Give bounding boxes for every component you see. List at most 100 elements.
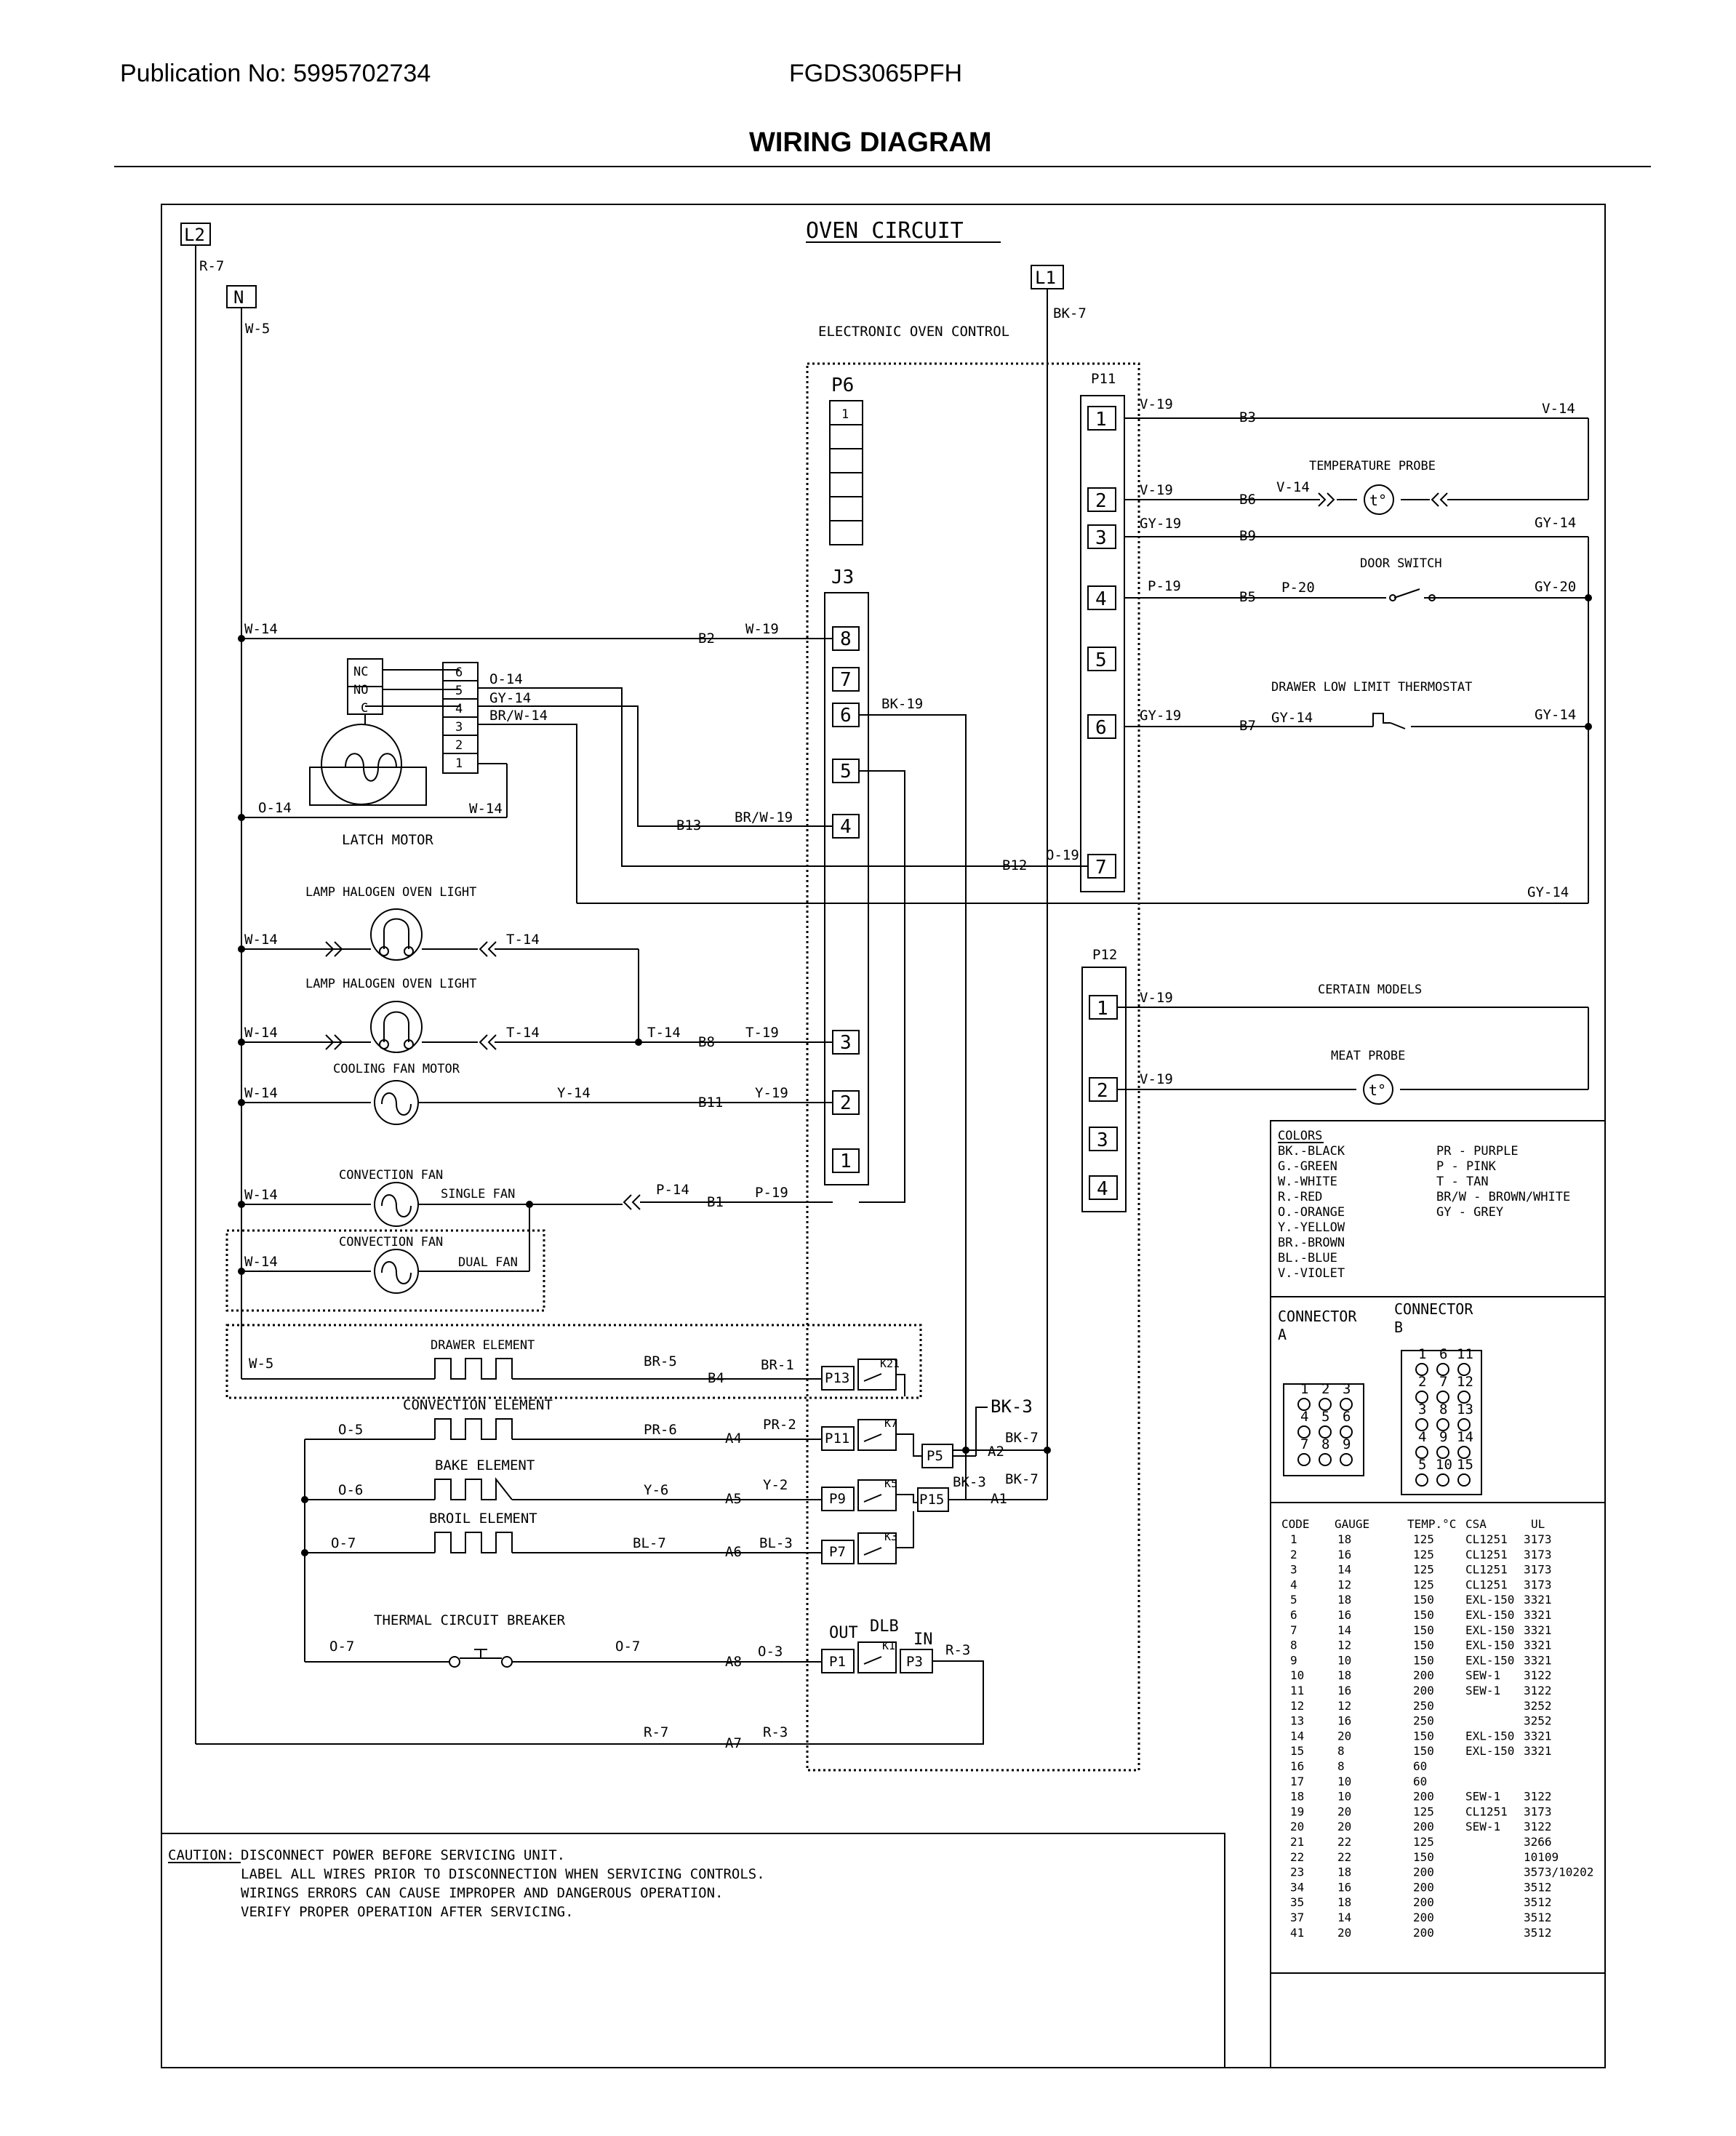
svg-text:P13: P13 xyxy=(825,1370,849,1386)
svg-text:V-19: V-19 xyxy=(1140,482,1173,498)
svg-text:GY - GREY: GY - GREY xyxy=(1436,1205,1503,1220)
table-cell: 200 xyxy=(1413,1790,1434,1804)
table-cell: EXL-150 xyxy=(1465,1608,1514,1622)
connector-a-pin xyxy=(1319,1425,1332,1439)
svg-text:P-19: P-19 xyxy=(755,1185,788,1201)
table-header: CODE xyxy=(1281,1517,1310,1531)
svg-text:CONNECTOR: CONNECTOR xyxy=(1394,1300,1473,1318)
table-cell: 16 xyxy=(1290,1759,1304,1773)
svg-text:1: 1 xyxy=(1095,409,1107,431)
table-cell: 150 xyxy=(1413,1850,1434,1864)
diagram-frame xyxy=(161,204,1606,2068)
svg-text:WIRINGS ERRORS CAN CAUSE IMPRO: WIRINGS ERRORS CAN CAUSE IMPROPER AND DA… xyxy=(241,1885,723,1901)
table-cell: 10 xyxy=(1337,1790,1351,1804)
table-cell: 4 xyxy=(1290,1577,1297,1591)
table-cell: 150 xyxy=(1413,1744,1434,1758)
svg-text:Y-6: Y-6 xyxy=(644,1482,668,1498)
svg-text:W-5: W-5 xyxy=(249,1356,273,1372)
connector-a-pin xyxy=(1297,1398,1311,1411)
svg-text:BK-7: BK-7 xyxy=(1005,1430,1039,1446)
connector-b-pin-label: 7 xyxy=(1439,1374,1447,1390)
connector-b-pin-label: 4 xyxy=(1418,1429,1426,1445)
svg-text:V-14: V-14 xyxy=(1542,401,1575,417)
table-cell: 150 xyxy=(1413,1639,1434,1652)
svg-text:BR/W-19: BR/W-19 xyxy=(735,809,793,825)
table-cell: 5 xyxy=(1290,1593,1297,1607)
svg-text:BK-3: BK-3 xyxy=(991,1396,1033,1417)
svg-text:A: A xyxy=(1278,1326,1287,1343)
svg-text:6: 6 xyxy=(840,705,852,727)
lamp-1-label: LAMP HALOGEN OVEN LIGHT xyxy=(305,885,476,900)
svg-text:V-14: V-14 xyxy=(1276,479,1310,495)
svg-text:GY-14: GY-14 xyxy=(1527,884,1569,900)
table-cell: 7 xyxy=(1290,1623,1297,1637)
latch-c: C xyxy=(361,701,368,716)
table-cell: 125 xyxy=(1413,1563,1434,1577)
table-cell: EXL-150 xyxy=(1465,1639,1514,1652)
svg-text:V-19: V-19 xyxy=(1140,990,1173,1006)
table-cell: 3321 xyxy=(1524,1608,1552,1622)
connector-b-pin-label: 8 xyxy=(1439,1401,1447,1417)
table-cell: 13 xyxy=(1290,1714,1304,1728)
table-cell: 200 xyxy=(1413,1880,1434,1894)
connector-b-pin-label: 15 xyxy=(1457,1457,1473,1473)
table-cell: 8 xyxy=(1337,1759,1345,1773)
svg-text:B1: B1 xyxy=(707,1194,724,1210)
connector-a-pin xyxy=(1319,1398,1332,1411)
table-cell: 250 xyxy=(1413,1699,1434,1713)
wire-l2-r7: R-7 xyxy=(199,258,224,274)
table-cell: 22 xyxy=(1337,1850,1351,1864)
svg-text:3: 3 xyxy=(840,1032,852,1054)
svg-text:O-3: O-3 xyxy=(758,1644,783,1660)
circuit-title: OVEN CIRCUIT xyxy=(806,218,964,244)
table-cell: 41 xyxy=(1290,1926,1304,1940)
svg-text:CAUTION:: CAUTION: xyxy=(168,1847,235,1863)
table-cell: 20 xyxy=(1337,1729,1351,1743)
table-cell: 3321 xyxy=(1524,1639,1552,1652)
svg-text:O-14: O-14 xyxy=(489,671,523,687)
table-cell: 11 xyxy=(1290,1684,1304,1697)
table-cell: CL1251 xyxy=(1465,1532,1508,1546)
temperature-probe-symbol: t° xyxy=(1369,492,1387,509)
svg-text:1: 1 xyxy=(1097,998,1108,1020)
table-cell: 200 xyxy=(1413,1911,1434,1924)
svg-text:7: 7 xyxy=(840,669,852,691)
temperature-probe-label: TEMPERATURE PROBE xyxy=(1309,459,1436,473)
svg-text:A6: A6 xyxy=(725,1544,742,1560)
connector-b-pin-label: 14 xyxy=(1457,1429,1473,1445)
svg-text:V-19: V-19 xyxy=(1140,1071,1173,1087)
connector-a-pin-label: 5 xyxy=(1321,1409,1329,1425)
svg-text:T-14: T-14 xyxy=(506,1025,540,1041)
svg-text:O-5: O-5 xyxy=(338,1422,363,1438)
svg-text:Y-2: Y-2 xyxy=(763,1477,788,1493)
table-cell: 150 xyxy=(1413,1623,1434,1637)
svg-text:K7: K7 xyxy=(884,1417,897,1430)
table-cell: 10 xyxy=(1290,1668,1304,1682)
table-cell: 14 xyxy=(1337,1563,1351,1577)
connector-b-pin-label: 3 xyxy=(1418,1401,1426,1417)
drawer-element-label: DRAWER ELEMENT xyxy=(431,1338,535,1353)
svg-text:GY-14: GY-14 xyxy=(1535,707,1576,723)
svg-text:BR/W - BROWN/WHITE: BR/W - BROWN/WHITE xyxy=(1436,1190,1570,1204)
table-header: CSA xyxy=(1465,1517,1487,1531)
table-cell: 200 xyxy=(1413,1865,1434,1879)
table-cell: 16 xyxy=(1337,1608,1351,1622)
table-cell: 3173 xyxy=(1524,1563,1552,1577)
table-cell: 125 xyxy=(1413,1548,1434,1561)
svg-text:GY-14: GY-14 xyxy=(1271,710,1313,726)
svg-text:P-20: P-20 xyxy=(1281,580,1315,596)
svg-text:P15: P15 xyxy=(919,1492,944,1508)
svg-text:GY-19: GY-19 xyxy=(1140,708,1181,724)
table-cell: 200 xyxy=(1413,1668,1434,1682)
table-cell: 16 xyxy=(1337,1880,1351,1894)
table-cell: 22 xyxy=(1337,1835,1351,1849)
table-cell: 3122 xyxy=(1524,1668,1552,1682)
connector-a-pin xyxy=(1340,1398,1353,1411)
svg-text:PR - PURPLE: PR - PURPLE xyxy=(1436,1144,1519,1159)
svg-text:P-14: P-14 xyxy=(656,1182,689,1198)
connector-b-pin-label: 12 xyxy=(1457,1374,1473,1390)
model-number: FGDS3065PFH xyxy=(789,60,962,87)
connector-b-pin-label: 2 xyxy=(1418,1374,1426,1390)
svg-text:A4: A4 xyxy=(725,1431,742,1447)
